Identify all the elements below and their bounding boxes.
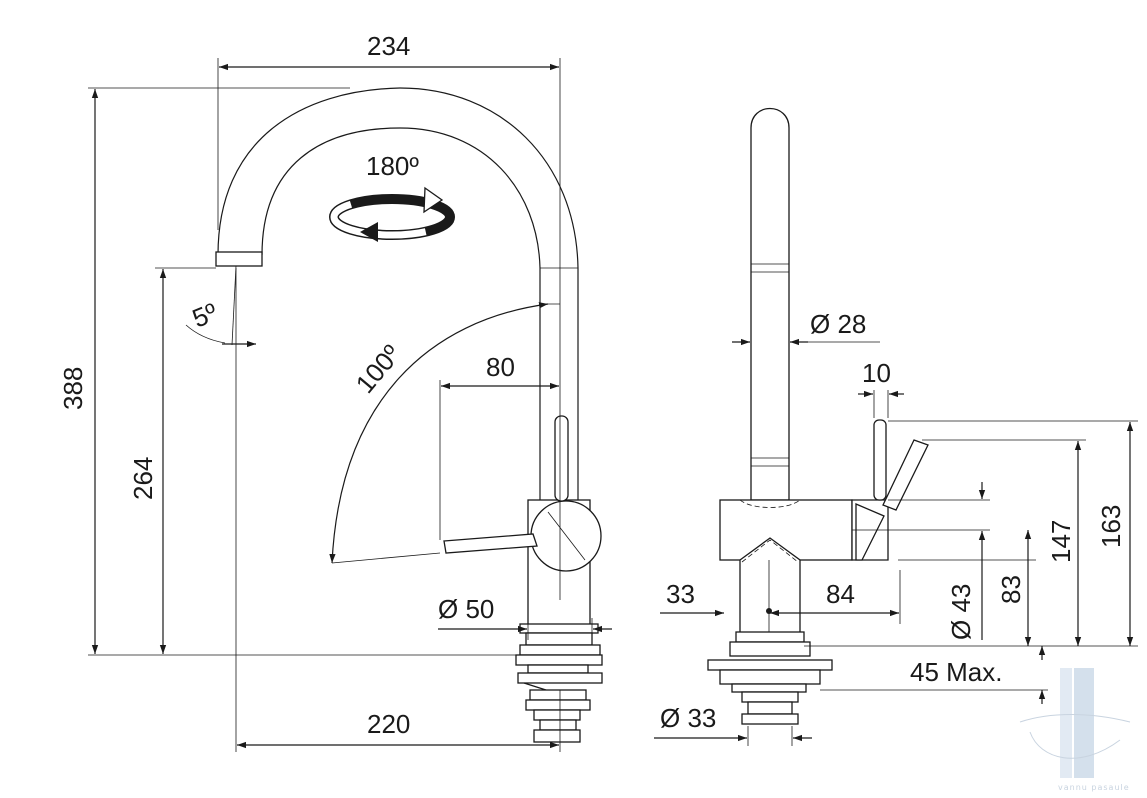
label-83: 83 — [996, 575, 1026, 604]
label-dia-43: Ø 43 — [946, 584, 976, 640]
label-84: 84 — [826, 579, 855, 609]
watermark-text: vannu pasaule — [1058, 783, 1130, 792]
label-reach-80: 80 — [486, 352, 515, 382]
label-234: 234 — [367, 31, 410, 61]
faucet-side-view — [215, 87, 603, 743]
rotation-arrow-icon — [329, 186, 455, 242]
label-lever-10: 10 — [862, 358, 891, 388]
label-147: 147 — [1046, 520, 1076, 563]
label-388: 388 — [58, 367, 88, 410]
label-33: 33 — [666, 579, 695, 609]
label-lever-100: 100º — [350, 339, 407, 399]
dimension-lines-left — [88, 58, 612, 752]
dimension-labels: 234 388 264 180º 5º 100º 80 Ø 50 220 Ø 2… — [58, 31, 1126, 739]
label-163: 163 — [1096, 505, 1126, 548]
label-rotation-180: 180º — [366, 151, 419, 181]
label-reach-220: 220 — [367, 709, 410, 739]
faucet-front-view — [707, 107, 929, 725]
label-264: 264 — [128, 457, 158, 500]
label-45-max: 45 Max. — [910, 657, 1003, 687]
label-dia-33: Ø 33 — [660, 703, 716, 733]
label-tilt-5: 5º — [188, 297, 222, 334]
label-dia-50: Ø 50 — [438, 594, 494, 624]
label-dia-28: Ø 28 — [810, 309, 866, 339]
watermark-logo: vannu pasaule — [1019, 668, 1131, 792]
dimension-lines-right — [654, 338, 1138, 746]
